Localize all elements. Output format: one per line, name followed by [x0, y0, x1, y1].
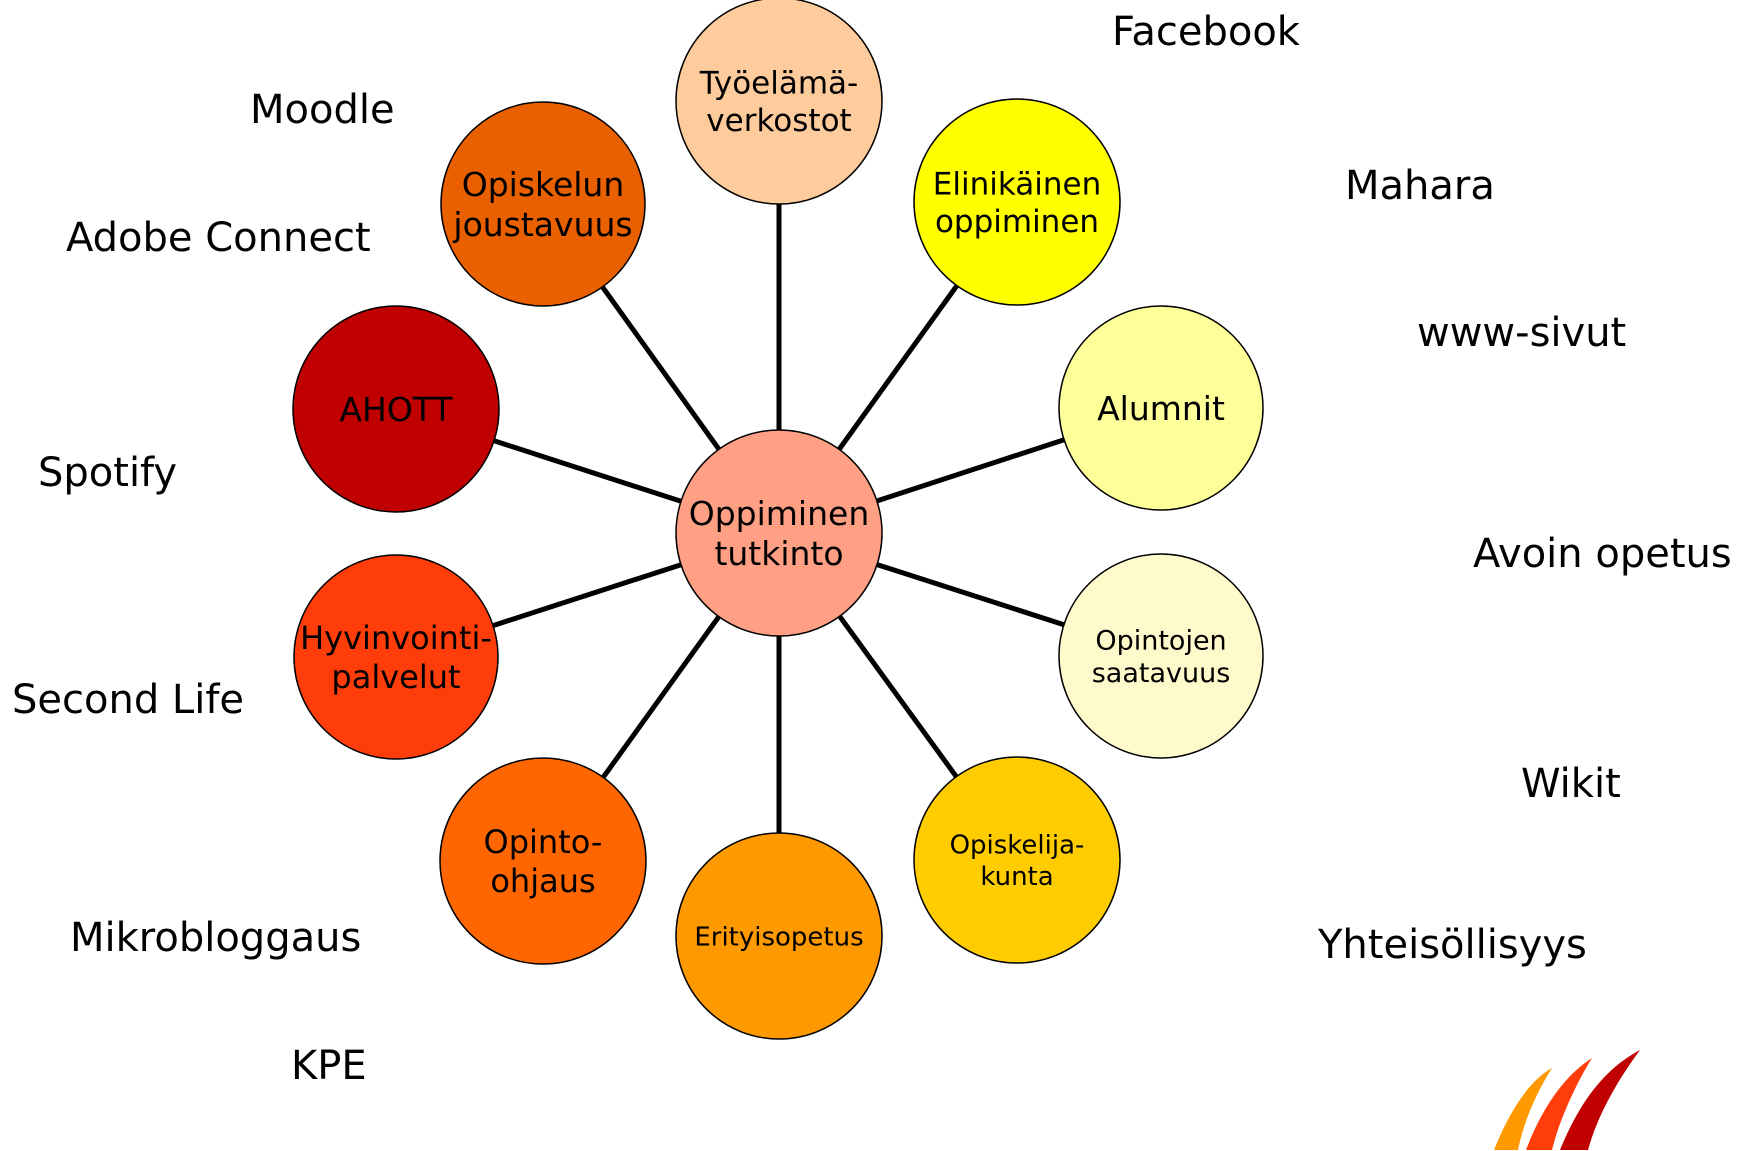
node-label-alumnit: Alumnit: [1097, 389, 1225, 428]
tool-wikit: Wikit: [1521, 761, 1621, 807]
tool-avoin-opetus: Avoin opetus: [1473, 531, 1732, 577]
school-logo-icon: [1494, 1050, 1640, 1150]
node-label-tyoelama-verkostot: Työelämä-verkostot: [699, 65, 858, 139]
node-label-opiskelijakunta: Opiskelija-kunta: [950, 831, 1085, 893]
node-label-opiskelijakunta-line: Opiskelija-: [950, 831, 1085, 861]
node-elinikainen-oppiminen: [913, 98, 1121, 306]
node-label-opinto-ohjaus-line: ohjaus: [490, 862, 595, 900]
node-label-elinikainen-oppiminen-line: oppiminen: [935, 204, 1099, 240]
tool-www-sivut: www-sivut: [1417, 310, 1627, 356]
tool-adobe-connect: Adobe Connect: [66, 215, 371, 261]
node-label-tyoelama-verkostot-line: verkostot: [706, 103, 851, 139]
tool-kpe: KPE: [291, 1043, 367, 1089]
node-opintojen-saatavuus: [1058, 553, 1264, 759]
node-label-erityisopetus-line: Erityisopetus: [694, 922, 863, 952]
node-hyvinvointipalvelut: [293, 554, 499, 760]
node-label-ahott-line: AHOTT: [339, 390, 453, 429]
node-opiskelun-joustavuus: [440, 101, 646, 307]
node-label-opintojen-saatavuus-line: saatavuus: [1092, 658, 1231, 689]
node-label-opiskelun-joustavuus-line: Opiskelun: [462, 165, 625, 204]
center-node-label-line: Oppiminen: [689, 494, 870, 533]
center-node-circle: [675, 429, 883, 637]
node-ahott: [292, 305, 500, 513]
center-node-label-line: tutkinto: [714, 534, 843, 573]
tool-yhteisollisyys: Yhteisöllisyys: [1318, 922, 1587, 968]
node-label-opiskelun-joustavuus-line: joustavuus: [452, 205, 632, 244]
tool-moodle: Moodle: [250, 87, 395, 133]
tool-facebook: Facebook: [1112, 9, 1300, 55]
connector-lines: [492, 204, 1065, 833]
node-label-hyvinvointipalvelut-line: palvelut: [331, 658, 460, 696]
connector-line-hyvinvointipalvelut: [492, 562, 682, 628]
connector-line-alumnit: [876, 437, 1065, 504]
connector-line-opintojen-saatavuus: [876, 562, 1065, 628]
node-alumnit: [1058, 305, 1264, 511]
connector-line-opiskelun-joustavuus: [600, 285, 721, 451]
node-erityisopetus: [675, 832, 883, 1040]
connector-line-opiskelijakunta: [837, 614, 959, 779]
node-label-opintojen-saatavuus-line: Opintojen: [1095, 625, 1226, 656]
connector-line-opinto-ohjaus: [601, 615, 721, 779]
node-label-opinto-ohjaus-line: Opinto-: [484, 823, 603, 861]
node-label-tyoelama-verkostot-line: Työelämä-: [699, 65, 858, 101]
tool-mahara: Mahara: [1345, 163, 1495, 209]
node-label-opinto-ohjaus: Opinto-ohjaus: [484, 823, 603, 900]
node-label-elinikainen-oppiminen-line: Elinikäinen: [933, 166, 1101, 202]
node-tyoelama-verkostot: [675, 0, 883, 205]
connector-line-ahott: [493, 438, 682, 504]
node-label-hyvinvointipalvelut: Hyvinvointi-palvelut: [300, 619, 492, 696]
connector-line-elinikainen-oppiminen: [837, 284, 959, 451]
tool-mikrobloggaus: Mikrobloggaus: [70, 915, 362, 961]
node-label-erityisopetus: Erityisopetus: [694, 922, 863, 952]
node-label-opiskelijakunta-line: kunta: [980, 862, 1053, 892]
tool-spotify: Spotify: [38, 450, 178, 496]
node-opiskelijakunta: [913, 756, 1121, 964]
node-label-alumnit-line: Alumnit: [1097, 389, 1225, 428]
node-opinto-ohjaus: [439, 757, 647, 965]
node-label-ahott: AHOTT: [339, 390, 453, 429]
tool-second-life: Second Life: [12, 677, 245, 723]
node-label-hyvinvointipalvelut-line: Hyvinvointi-: [300, 619, 492, 657]
